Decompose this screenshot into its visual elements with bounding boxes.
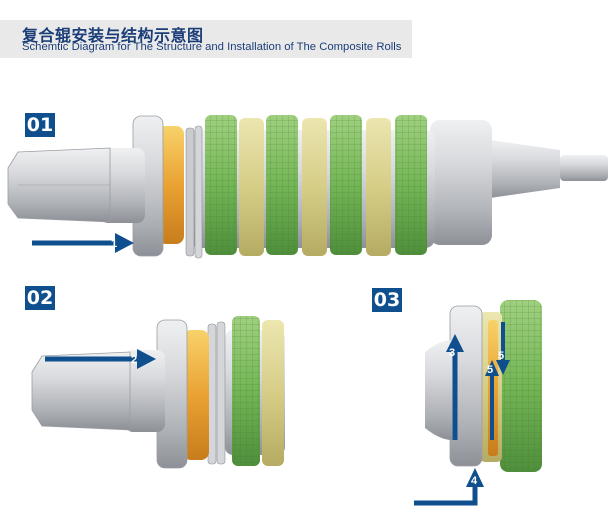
step-badge-1: 01	[25, 113, 55, 137]
yellow-ring	[262, 320, 284, 466]
roll-assembly-partial	[31, 316, 285, 469]
shaft-left	[100, 148, 145, 223]
arrow-head	[115, 233, 134, 253]
callout-arrow-4: 4	[414, 468, 484, 506]
arrow-head	[485, 360, 499, 376]
spacer-disc	[207, 323, 217, 465]
green-ring-mesh	[205, 115, 237, 255]
callout-arrow-1: 1	[32, 233, 134, 253]
step-badge-3: 03	[372, 288, 402, 312]
callout-arrow-3: 3	[446, 334, 464, 440]
shaft-collar-right	[430, 120, 492, 245]
yellow-ring	[366, 118, 391, 256]
yellow-ring	[239, 118, 264, 256]
arrow-shaft	[414, 485, 478, 506]
shaft-end-right	[560, 155, 608, 181]
title-banner: 复合辊安装与结构示意图 Schemtic Diagram for The Str…	[0, 20, 412, 58]
roll-assembly-full	[7, 115, 608, 259]
shaft-end-left	[31, 351, 131, 431]
callout-arrow-2: 2	[45, 349, 156, 369]
green-ring-mesh	[266, 115, 298, 255]
roll-assembly-detail	[425, 300, 542, 472]
title-chinese: 复合辊安装与结构示意图	[22, 26, 204, 45]
callout-arrow-5a: 5	[496, 322, 510, 375]
arrow-head	[137, 349, 156, 369]
shaft-taper-right	[490, 140, 560, 198]
callout-label-4: 4	[471, 475, 478, 487]
shaft-left	[425, 340, 452, 440]
callout-label-5-second: 5	[487, 364, 493, 376]
callout-label-3: 3	[449, 347, 455, 359]
callout-label-5: 5	[498, 350, 504, 362]
spacer-disc	[185, 127, 195, 257]
green-ring-mesh	[500, 300, 542, 472]
title-english: Schemtic Diagram for The Structure and I…	[22, 41, 402, 53]
arrow-head	[466, 468, 484, 487]
green-ring-mesh	[330, 115, 362, 255]
orange-lock-ring	[183, 330, 209, 460]
callout-arrow-5b: 5	[485, 360, 499, 440]
orange-lock-ring	[158, 126, 184, 244]
spacer-disc	[216, 321, 226, 465]
yellow-ring	[302, 118, 327, 256]
shaft-left	[125, 350, 165, 432]
arrow-head	[496, 360, 510, 375]
green-ring-mesh	[395, 115, 427, 255]
arrow-head	[446, 334, 464, 352]
callout-label-2: 2	[131, 354, 137, 366]
green-ring-mesh	[232, 316, 260, 466]
spacer-disc	[194, 125, 203, 259]
step-badge-2: 02	[25, 286, 55, 310]
callout-label-1: 1	[111, 238, 117, 250]
